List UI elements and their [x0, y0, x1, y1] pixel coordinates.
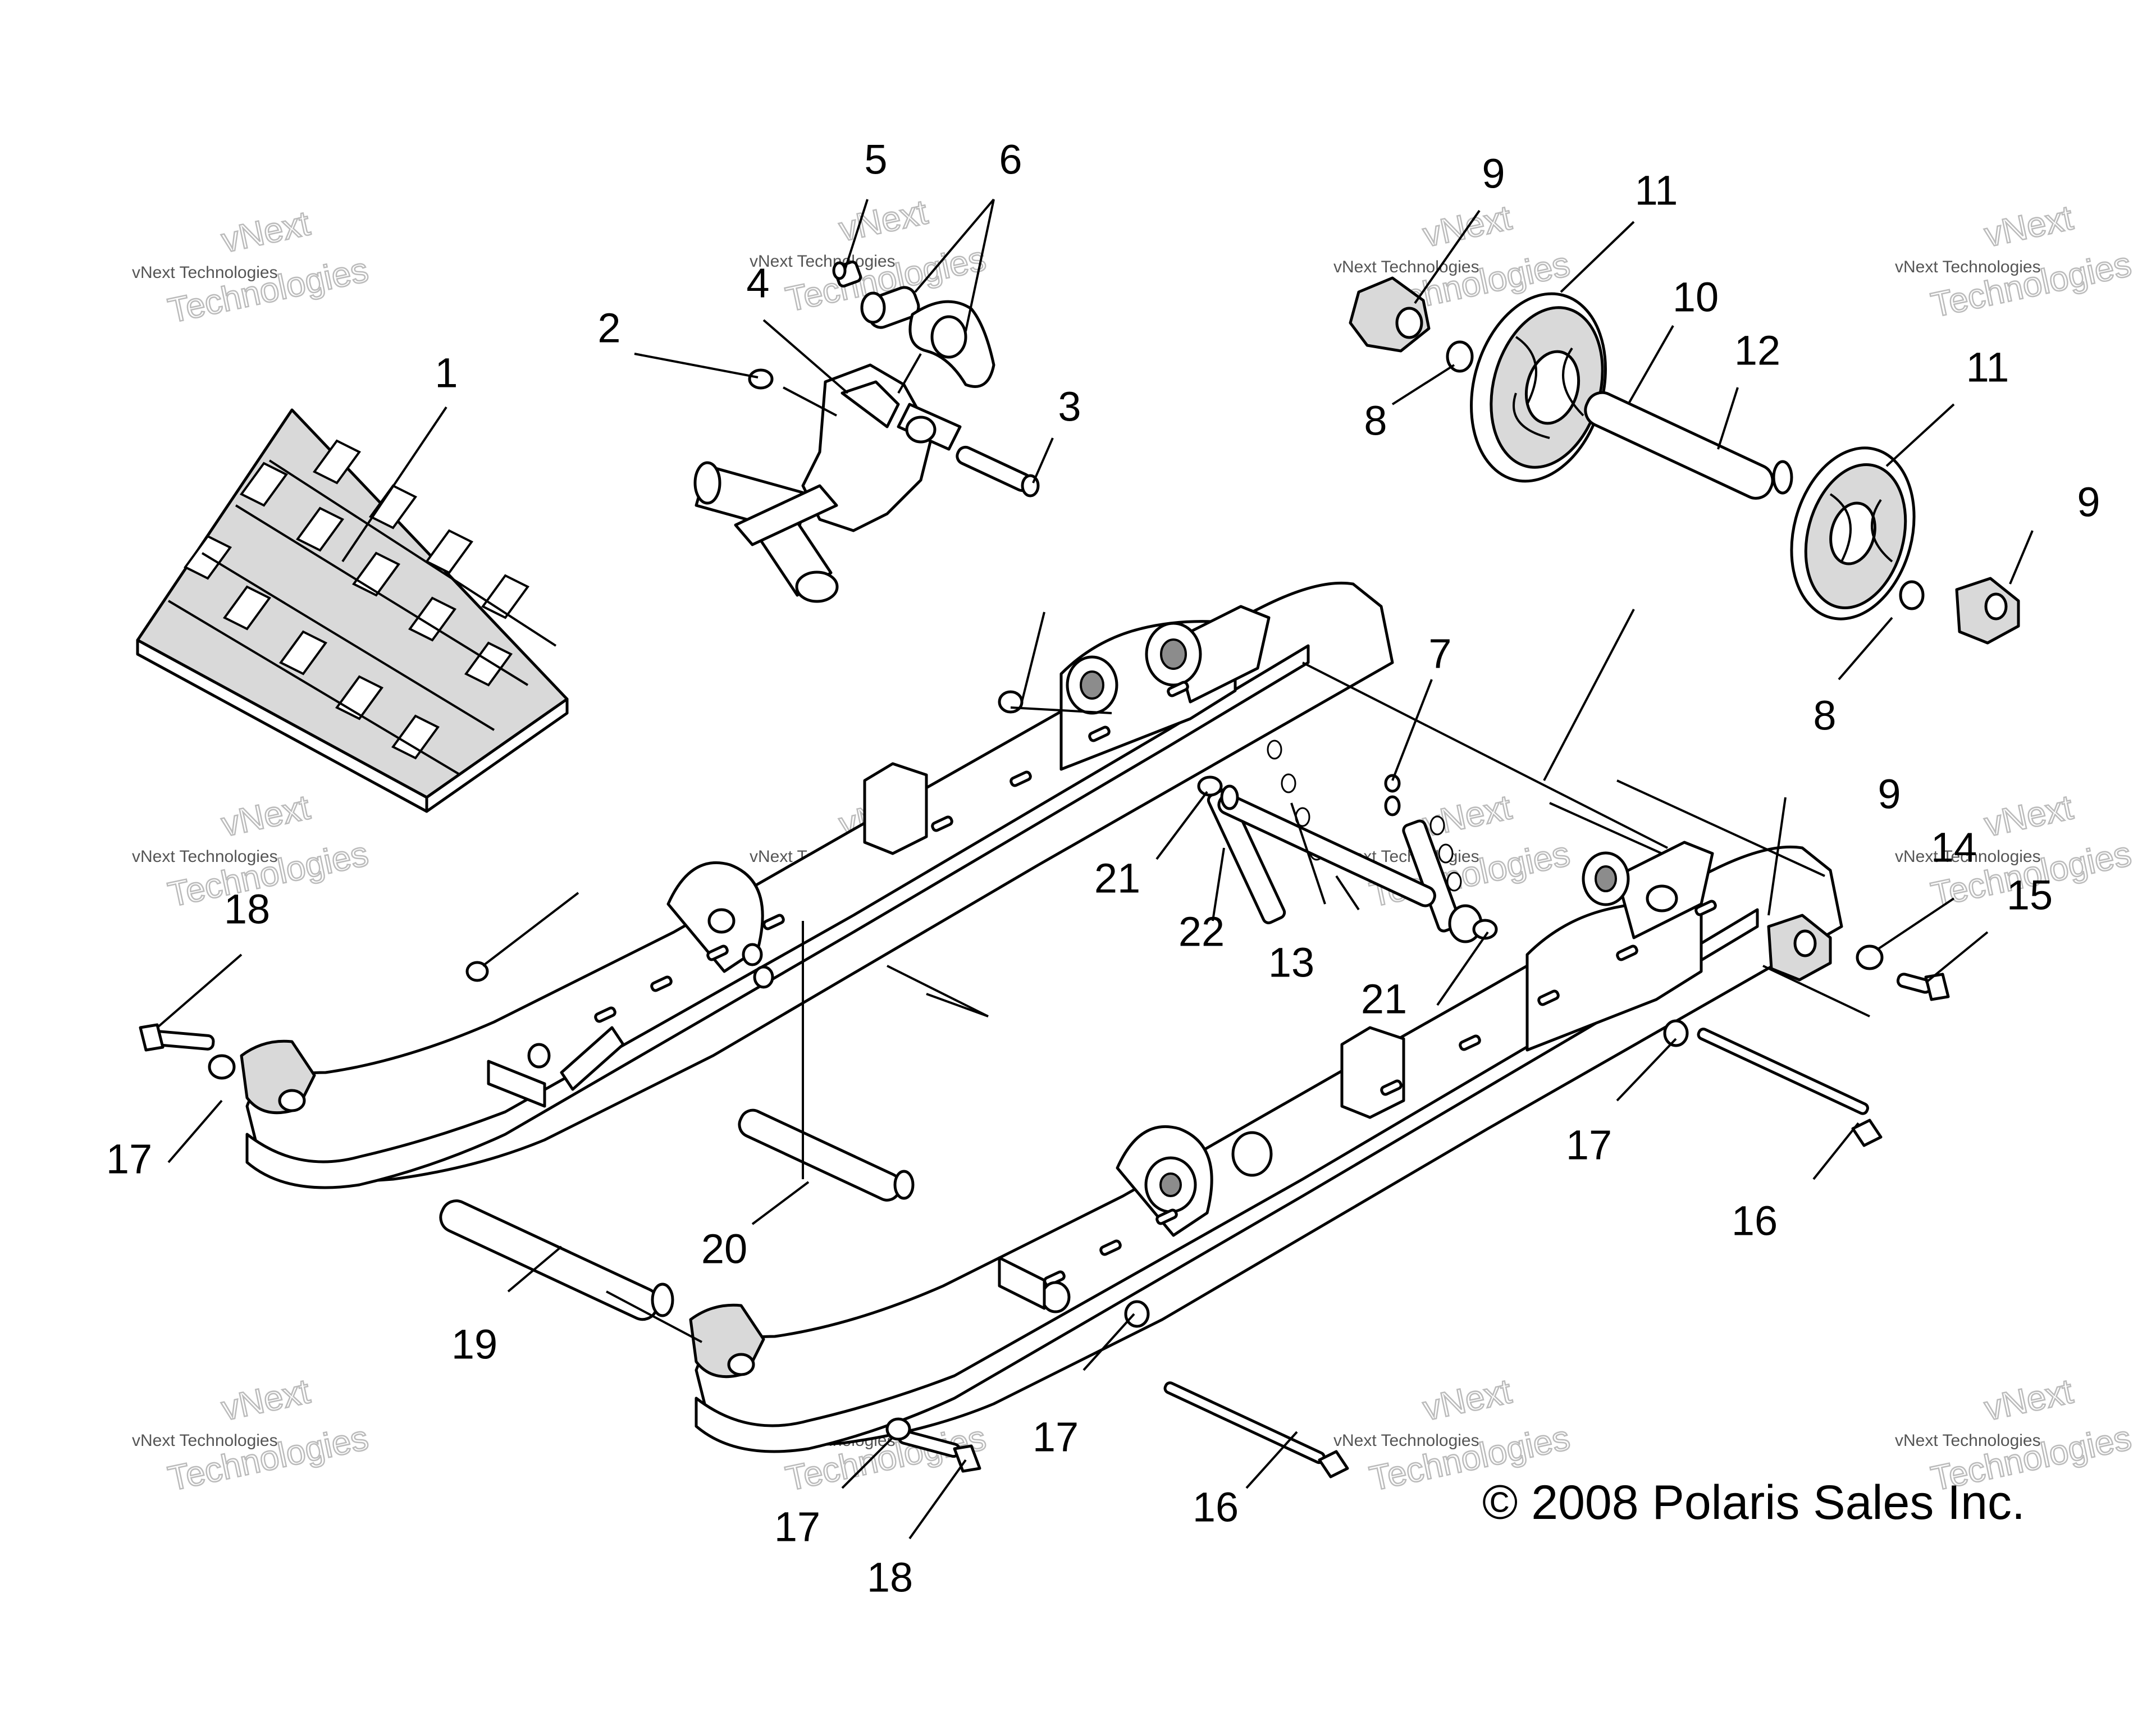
- callout-13: 13: [1268, 939, 1314, 986]
- track-part-1: [136, 408, 569, 813]
- copyright-notice: © 2008 Polaris Sales Inc.: [1482, 1476, 2025, 1530]
- watermark-small-text: vNext Technologies: [1333, 258, 1479, 276]
- watermark-large-line1: vNext: [1981, 198, 2076, 254]
- callout-18-bottom: 18: [867, 1554, 913, 1601]
- torque-arm-assembly: [693, 260, 1040, 603]
- callout-22: 22: [1179, 909, 1225, 955]
- callout-10: 10: [1673, 274, 1719, 321]
- callout-9-right: 9: [2077, 479, 2100, 526]
- callout-15: 15: [2007, 872, 2053, 919]
- watermark-large-line1: vNext: [836, 193, 931, 249]
- left-rail: [240, 581, 1394, 1189]
- callout-17-right: 17: [1566, 1122, 1612, 1169]
- callout-21-left: 21: [1094, 855, 1140, 902]
- callout-11-right: 11: [1966, 344, 2009, 391]
- watermark-small-text: vNext Technologies: [132, 263, 278, 282]
- watermark-small-text: vNext Technologies: [1333, 1431, 1479, 1450]
- callout-9-lower: 9: [1878, 771, 1901, 818]
- callout-16-right: 16: [1732, 1198, 1778, 1244]
- callout-11-left: 11: [1635, 167, 1678, 214]
- hardware: [139, 690, 1950, 1478]
- callout-18-left: 18: [224, 886, 270, 933]
- watermark-large-line2: Technologies: [1928, 245, 2135, 325]
- callout-6: 6: [999, 136, 1022, 183]
- watermark-small-text: vNext Technologies: [132, 1431, 278, 1450]
- callout-19: 19: [451, 1321, 497, 1368]
- wheel-assembly: [1349, 276, 2020, 645]
- callout-21-right: 21: [1361, 976, 1407, 1023]
- callout-17-bottom: 17: [774, 1504, 820, 1550]
- callout-7: 7: [1428, 631, 1451, 677]
- callout-2-top: 2: [597, 305, 620, 352]
- callout-3: 3: [1058, 384, 1081, 430]
- watermark-large-line1: vNext: [218, 788, 313, 844]
- watermark-large-line2: Technologies: [165, 250, 372, 331]
- right-rail: [689, 841, 1843, 1453]
- watermark-small-text: vNext Technologies: [750, 252, 896, 271]
- callout-4: 4: [746, 260, 769, 307]
- watermark-large-line2: Technologies: [165, 1418, 372, 1499]
- watermark-large-line1: vNext: [218, 1372, 313, 1428]
- leader-lines: [156, 198, 2034, 1540]
- watermark-small-text: vNext Technologies: [1895, 258, 2041, 276]
- watermark-large-line1: vNext: [218, 204, 313, 260]
- callout-17-left: 17: [106, 1136, 152, 1183]
- watermark-large-line1: vNext: [1981, 788, 2076, 844]
- callout-20: 20: [701, 1226, 747, 1272]
- callout-labels: 1 2 3 4 5 6 7 8 8 9 9 9 10 11 11 12 13 1…: [106, 136, 2100, 1601]
- callout-17-middle: 17: [1033, 1414, 1079, 1461]
- watermark-small-text: vNext Technologies: [1895, 1431, 2041, 1450]
- callout-8-left: 8: [1364, 398, 1387, 444]
- watermark-large-line1: vNext: [1420, 1372, 1515, 1428]
- watermark-large-line1: vNext: [1420, 788, 1515, 844]
- callout-9-top: 9: [1482, 150, 1505, 197]
- callout-5: 5: [864, 136, 887, 183]
- watermark-large-line1: vNext: [1981, 1372, 2076, 1428]
- watermark-small-text: vNext Technologies: [1895, 847, 2041, 866]
- callout-12: 12: [1734, 327, 1780, 374]
- callout-1: 1: [435, 350, 458, 396]
- callout-8-right: 8: [1813, 692, 1836, 739]
- callout-14: 14: [1931, 824, 1977, 871]
- callout-16-lower: 16: [1193, 1484, 1239, 1531]
- watermark-small-text: vNext Technologies: [132, 847, 278, 866]
